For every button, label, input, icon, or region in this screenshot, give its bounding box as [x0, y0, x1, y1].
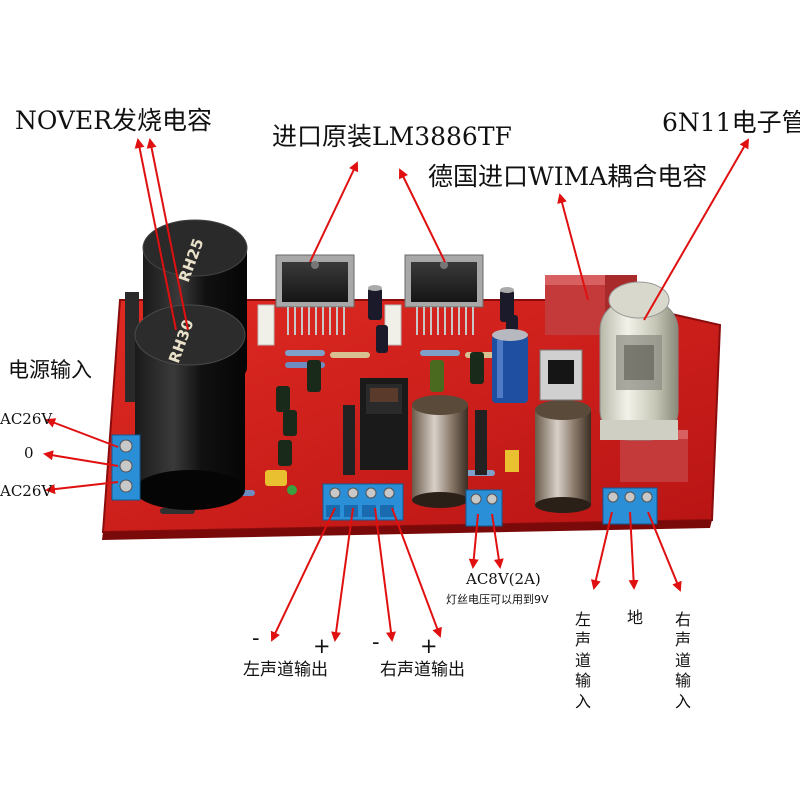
label-left-out-minus: - — [252, 626, 260, 650]
arrow-left-in — [590, 511, 613, 590]
lm3886-chip-left — [275, 254, 355, 335]
nover-capacitor-front: RH30 — [134, 304, 246, 510]
arrow-nover-1 — [134, 138, 177, 331]
label-right-output: 右声道输出 — [380, 660, 465, 680]
arrow-zero — [43, 450, 119, 467]
arrow-tube — [643, 138, 750, 321]
label-tube: 6N11电子管 — [662, 108, 800, 137]
blue-capacitor — [492, 329, 528, 403]
label-left-input: 左 声 道 输 入 — [575, 610, 592, 711]
label-right-out-plus: + — [420, 634, 438, 658]
label-ac8v: AC8V(2A) — [466, 570, 541, 588]
arrow-ac26v-top — [45, 418, 119, 448]
arrow-left-out-plus — [331, 507, 354, 642]
filter-capacitor-left — [412, 395, 468, 508]
arrow-nover-2 — [146, 138, 189, 331]
arrow-right-out-minus — [374, 507, 396, 642]
annotation-arrows — [43, 138, 750, 642]
output-terminal-block — [322, 483, 404, 521]
label-left-output: 左声道输出 — [243, 660, 328, 680]
arrow-left-out-minus — [270, 507, 336, 642]
label-nover-capacitors: NOVER发烧电容 — [15, 106, 213, 135]
label-lm3886: 进口原装LM3886TF — [272, 122, 512, 151]
filter-capacitor-right — [535, 400, 591, 513]
center-heatsink-right — [475, 410, 487, 475]
arrow-lm3886-right — [399, 168, 446, 263]
center-heatsink-left — [343, 405, 355, 475]
arrow-ac26v-bottom — [45, 481, 119, 495]
power-input-terminal — [111, 434, 141, 501]
label-filament-note: 灯丝电压可以用到9V — [446, 593, 549, 606]
relay — [360, 378, 408, 470]
arrow-ac8v-2 — [491, 513, 504, 569]
arrow-right-in — [647, 511, 682, 592]
label-left-out-plus: + — [313, 634, 331, 658]
yellow-capacitor — [265, 470, 287, 486]
voltage-regulator — [539, 349, 583, 401]
label-zero: 0 — [24, 444, 34, 462]
arrow-ground — [628, 511, 639, 590]
label-ac26v-top: AC26V — [0, 410, 53, 428]
arrow-wima — [557, 193, 589, 301]
label-right-input: 右 声 道 输 入 — [675, 610, 692, 711]
pcb-edge — [102, 520, 712, 540]
label-ac26v-bottom: AC26V — [0, 482, 53, 500]
small-chip — [505, 450, 519, 472]
label-power-input: 电源输入 — [8, 358, 92, 382]
label-wima: 德国进口WIMA耦合电容 — [428, 162, 708, 191]
label-ground: 地 — [627, 608, 644, 627]
connector-white-left — [257, 304, 275, 346]
green-led — [287, 485, 297, 495]
arrow-ac8v-1 — [468, 513, 479, 569]
arrow-right-out-plus — [391, 507, 442, 638]
arrow-lm3886-left — [309, 161, 359, 263]
label-right-out-minus: - — [372, 630, 380, 654]
vacuum-tube-6n11 — [599, 281, 679, 441]
filament-terminal — [465, 489, 503, 527]
lm3886-chip-right — [404, 254, 484, 335]
